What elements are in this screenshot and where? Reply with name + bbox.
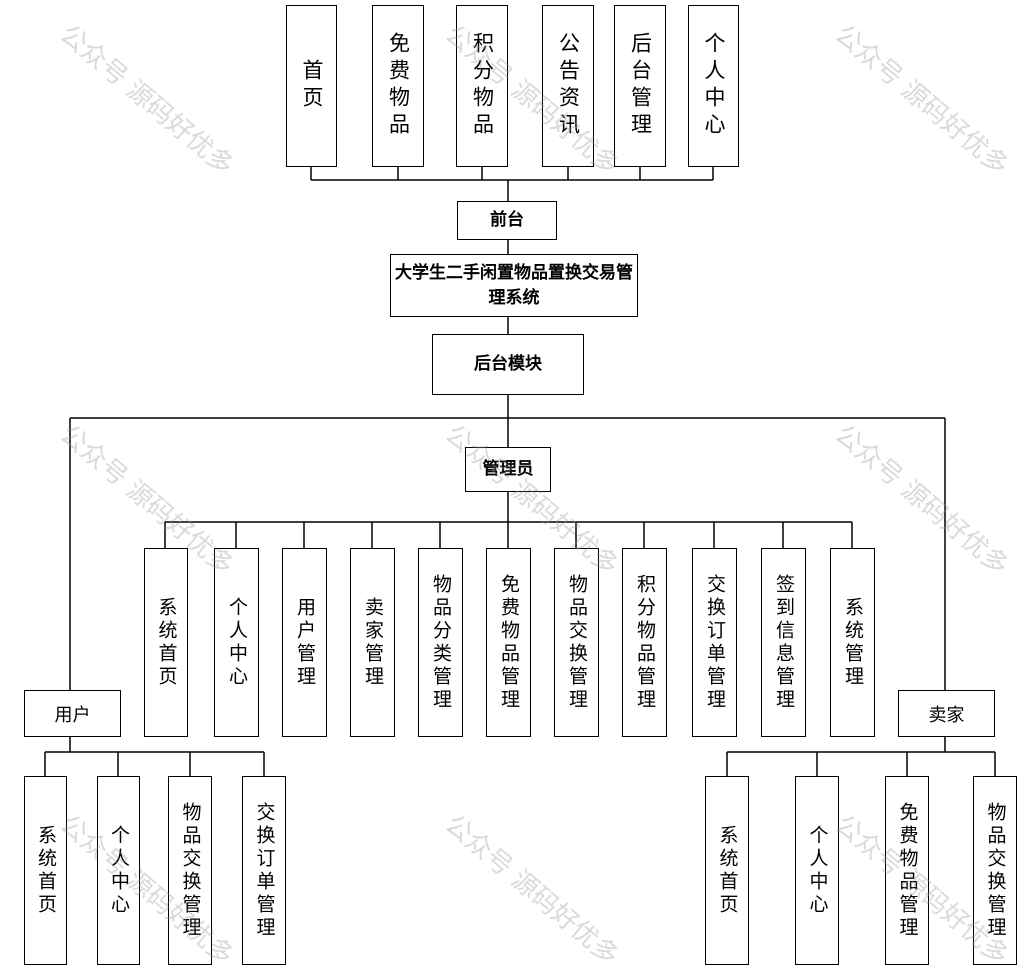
admin-item-seller-management-label: 卖家管理	[362, 596, 384, 689]
user-item-system-home-label: 系统首页	[35, 824, 57, 917]
front-item-free-goods: 免费物品	[372, 5, 424, 167]
front-item-announcements: 公告资讯	[542, 5, 594, 167]
system-node: 大学生二手闲置物品置换交易管理系统	[390, 254, 638, 317]
user-item-exchange-management-label: 物品交换管理	[179, 801, 202, 940]
user-item-exchange-order-management: 交换订单管理	[242, 776, 286, 965]
admin-item-free-goods-management: 免费物品管理	[486, 548, 531, 737]
admin-item-system-management: 系统管理	[830, 548, 875, 737]
front-node: 前台	[457, 201, 557, 240]
user-item-exchange-order-management-label: 交换订单管理	[253, 801, 276, 940]
user-node-label: 用户	[54, 704, 91, 726]
seller-item-exchange-management: 物品交换管理	[973, 776, 1017, 965]
front-item-home: 首页	[286, 5, 337, 167]
admin-item-system-home-label: 系统首页	[155, 596, 178, 689]
seller-item-personal-center-label: 个人中心	[806, 824, 829, 917]
front-item-personal-center-label: 个人中心	[702, 32, 726, 140]
admin-node: 管理员	[465, 447, 551, 492]
admin-item-seller-management: 卖家管理	[350, 548, 395, 737]
admin-item-category-management: 物品分类管理	[418, 548, 463, 737]
admin-item-category-management-label: 物品分类管理	[430, 573, 452, 712]
admin-item-signin-management-label: 签到信息管理	[773, 573, 795, 712]
user-node: 用户	[24, 690, 121, 737]
front-item-backend-admin: 后台管理	[614, 5, 666, 167]
user-item-personal-center: 个人中心	[97, 776, 140, 965]
front-item-home-label: 首页	[300, 59, 324, 113]
seller-item-free-goods-management-label: 免费物品管理	[896, 801, 919, 940]
admin-item-exchange-management-label: 物品交换管理	[566, 573, 588, 712]
admin-item-signin-management: 签到信息管理	[761, 548, 806, 737]
front-item-announcements-label: 公告资讯	[556, 32, 581, 140]
seller-item-free-goods-management: 免费物品管理	[885, 776, 929, 965]
admin-item-exchange-order-management-label: 交换订单管理	[704, 573, 726, 712]
admin-item-user-management-label: 用户管理	[294, 596, 316, 689]
user-item-exchange-management: 物品交换管理	[168, 776, 212, 965]
user-item-system-home: 系统首页	[24, 776, 67, 965]
seller-item-exchange-management-label: 物品交换管理	[984, 801, 1007, 940]
admin-item-free-goods-management-label: 免费物品管理	[498, 573, 520, 712]
admin-item-personal-center: 个人中心	[214, 548, 259, 737]
front-item-personal-center: 个人中心	[688, 5, 739, 167]
admin-item-system-home: 系统首页	[144, 548, 188, 737]
admin-item-exchange-order-management: 交换订单管理	[692, 548, 737, 737]
seller-item-personal-center: 个人中心	[795, 776, 839, 965]
backend-node: 后台模块	[432, 334, 584, 395]
seller-item-system-home: 系统首页	[705, 776, 749, 965]
admin-node-label: 管理员	[482, 459, 534, 480]
seller-node-label: 卖家	[928, 704, 965, 726]
admin-item-exchange-management: 物品交换管理	[554, 548, 599, 737]
admin-item-points-goods-management-label: 积分物品管理	[634, 573, 656, 712]
user-item-personal-center-label: 个人中心	[108, 824, 130, 917]
front-node-label: 前台	[490, 210, 524, 231]
admin-item-user-management: 用户管理	[282, 548, 327, 737]
seller-node: 卖家	[898, 690, 995, 737]
system-node-label: 大学生二手闲置物品置换交易管理系统	[395, 262, 633, 308]
front-item-points-goods: 积分物品	[456, 5, 508, 167]
admin-item-personal-center-label: 个人中心	[226, 596, 248, 689]
front-item-points-goods-label: 积分物品	[470, 32, 495, 140]
seller-item-system-home-label: 系统首页	[716, 824, 739, 917]
front-item-free-goods-label: 免费物品	[386, 32, 411, 140]
admin-item-system-management-label: 系统管理	[842, 596, 864, 689]
backend-node-label: 后台模块	[474, 354, 542, 375]
front-item-backend-admin-label: 后台管理	[628, 32, 653, 140]
admin-item-points-goods-management: 积分物品管理	[622, 548, 667, 737]
